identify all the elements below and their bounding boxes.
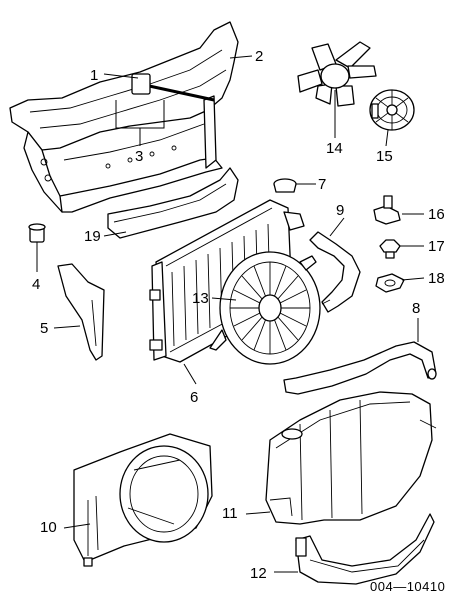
callout-2: 2 bbox=[255, 48, 263, 65]
callout-3: 3 bbox=[135, 148, 143, 165]
callout-18: 18 bbox=[428, 270, 445, 287]
radiator-support-frame bbox=[9, 21, 239, 213]
callout-13: 13 bbox=[192, 290, 209, 307]
callout-19: 19 bbox=[84, 228, 101, 245]
electric-fan bbox=[209, 251, 321, 365]
fan-shroud bbox=[73, 433, 213, 567]
callout-4: 4 bbox=[32, 276, 40, 293]
callout-5: 5 bbox=[40, 320, 48, 337]
upper-radiator-hose bbox=[309, 231, 361, 313]
lower-radiator-hose bbox=[283, 341, 437, 395]
side-air-shield bbox=[57, 263, 105, 361]
gasket bbox=[375, 273, 405, 293]
callout-11: 11 bbox=[222, 505, 238, 522]
grommet bbox=[28, 223, 46, 243]
callout-16: 16 bbox=[428, 206, 445, 223]
temperature-sensor bbox=[373, 195, 401, 225]
callout-10: 10 bbox=[40, 519, 57, 536]
callout-8: 8 bbox=[412, 300, 420, 317]
callout-15: 15 bbox=[376, 148, 393, 165]
callout-9: 9 bbox=[336, 202, 344, 219]
leader-lines bbox=[36, 55, 425, 573]
fan-clutch bbox=[369, 89, 415, 131]
drain-plug bbox=[379, 239, 401, 259]
callout-6: 6 bbox=[190, 389, 198, 406]
lower-bracket bbox=[295, 513, 435, 585]
fan-blade bbox=[297, 41, 377, 107]
radiator-cap bbox=[273, 178, 297, 193]
air-deflector bbox=[107, 167, 239, 239]
callout-7: 7 bbox=[318, 176, 326, 193]
callout-1: 1 bbox=[90, 67, 98, 84]
callout-14: 14 bbox=[326, 140, 343, 157]
callout-12: 12 bbox=[250, 565, 267, 582]
diagram-reference-number: 004—10410 bbox=[370, 579, 445, 594]
coolant-reservoir bbox=[265, 391, 437, 525]
callout-labels: 1 2 3 4 5 6 7 8 9 10 11 12 13 14 15 16 1… bbox=[32, 48, 445, 582]
callout-17: 17 bbox=[428, 238, 445, 255]
